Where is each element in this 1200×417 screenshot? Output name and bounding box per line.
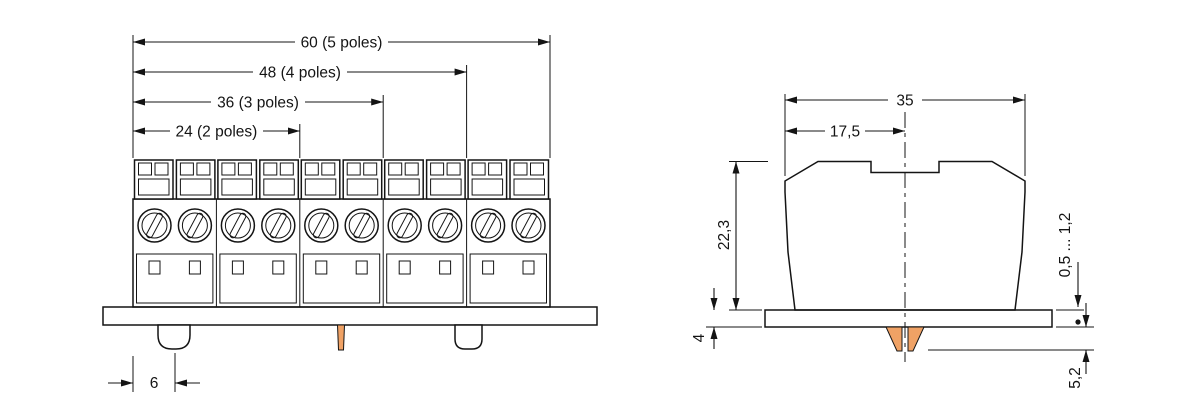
side-view: 35 17,5 22,3 4 0,5 ... 1,2: [691, 92, 1094, 389]
snap-foot-side-right-prong: [907, 326, 925, 352]
snap-foot-right: [454, 324, 483, 350]
mounting-plate-front: [102, 306, 598, 326]
dimension-5-2: 5,2: [928, 303, 1094, 389]
dim-label-22-3: 22,3: [716, 220, 733, 250]
dimension-17-5: 17,5: [785, 123, 905, 141]
dimension-panel-thickness: 0,5 ... 1,2: [1056, 213, 1084, 325]
dim-label-60: 60 (5 poles): [301, 35, 383, 52]
snap-foot-side-left-prong: [885, 326, 903, 352]
dimension-60-5-poles: 60 (5 poles): [132, 34, 551, 158]
mounting-plate-side: [764, 309, 1053, 328]
dimension-4: 4: [691, 288, 762, 349]
dim-label-5-2: 5,2: [1067, 367, 1084, 389]
dimension-6: 6: [108, 353, 200, 392]
snap-foot-left: [157, 324, 191, 350]
dimension-22-3: 22,3: [716, 161, 768, 311]
dim-label-36: 36 (3 poles): [217, 95, 299, 112]
dimension-35: 35: [784, 92, 1026, 176]
center-pin: [336, 324, 346, 351]
dim-label-35: 35: [896, 93, 913, 110]
dimension-36-3-poles: 36 (3 poles): [133, 94, 384, 158]
dim-label-24: 24 (2 poles): [175, 124, 257, 141]
dim-label-4: 4: [691, 333, 708, 342]
dimension-24-2-poles: 24 (2 poles): [133, 123, 301, 158]
dim-label-6: 6: [150, 375, 159, 392]
dim-label-17-5: 17,5: [830, 124, 860, 141]
dim-label-panel-thickness: 0,5 ... 1,2: [1057, 213, 1074, 278]
dim-label-48: 48 (4 poles): [259, 65, 341, 82]
dimension-48-4-poles: 48 (4 poles): [133, 64, 468, 158]
front-view: 60 (5 poles) 48 (4 poles) 36 (3 poles) 2…: [102, 34, 598, 392]
